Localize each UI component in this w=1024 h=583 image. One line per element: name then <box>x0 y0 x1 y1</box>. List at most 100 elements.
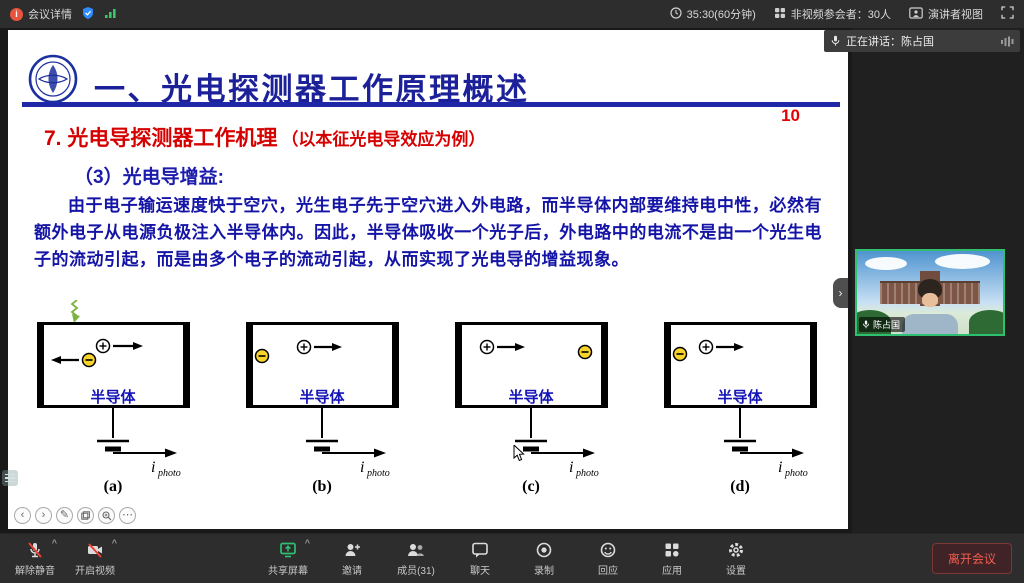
next-slide-button[interactable]: › <box>35 507 52 524</box>
battery-symbol <box>724 408 756 452</box>
next-page-chevron[interactable]: › <box>833 278 848 308</box>
view-mode-switcher[interactable]: 演讲者视图 <box>909 6 983 22</box>
non-video-participants[interactable]: 非视频参会者：30人 <box>774 6 891 22</box>
share-screen-button[interactable]: ^ 共享屏幕 <box>265 537 311 577</box>
view-mode-label: 演讲者视图 <box>928 9 983 21</box>
hole-symbol <box>698 339 744 355</box>
diagram-label: (c) <box>522 478 540 495</box>
members-button[interactable]: 成员(31) <box>393 541 439 577</box>
start-video-button[interactable]: ^ 开启视频 <box>72 537 118 577</box>
meeting-timer: 35:30(60分钟) <box>670 6 756 22</box>
apps-label: 应用 <box>662 565 682 577</box>
members-label: 成员(31) <box>397 565 435 577</box>
prev-slide-button[interactable]: ‹ <box>14 507 31 524</box>
current-arrow <box>740 448 804 458</box>
semiconductor-label: 半导体 <box>90 388 136 406</box>
invite-icon <box>345 543 360 556</box>
university-logo <box>28 54 78 109</box>
network-signal-icon[interactable] <box>104 7 117 22</box>
diagram-row: 半导体 i photo (a) <box>10 300 846 496</box>
cloud-shape <box>935 254 990 269</box>
settings-button[interactable]: 设置 <box>713 541 759 577</box>
semiconductor-box <box>246 322 399 408</box>
settings-label: 设置 <box>726 565 746 577</box>
section-heading-note: （以本征光电导效应为例） <box>281 130 486 149</box>
title-rule <box>22 102 840 107</box>
meeting-details[interactable]: i 会议详情 <box>10 6 72 22</box>
hole-symbol <box>95 338 143 354</box>
right-sidebar: 陈占国 <box>852 28 1024 533</box>
semiconductor-box <box>455 322 608 408</box>
chevron-up-icon[interactable]: ^ <box>51 537 57 548</box>
mic-icon <box>863 320 869 329</box>
record-icon <box>536 542 552 557</box>
section-heading-text: 7. 光电导探测器工作机理 <box>44 127 278 150</box>
diagram-label: (b) <box>312 478 332 495</box>
share-screen-icon <box>280 542 296 557</box>
semiconductor-label: 半导体 <box>717 388 763 406</box>
top-bar: i 会议详情 35:30(60分钟) 非视频参会者：30人 <box>0 0 1024 28</box>
current-arrow <box>531 448 595 458</box>
shared-screen-area: 陈占国 正在讲话：陈占国 一、光电探测器工作原理概述 10 7. 光电导探测器工… <box>0 28 1024 533</box>
semiconductor-label: 半导体 <box>299 388 345 406</box>
speaker-body <box>902 314 958 334</box>
apps-button[interactable]: 应用 <box>649 541 695 577</box>
speaker-name: 陈占国 <box>873 320 901 330</box>
speaker-face <box>922 292 938 307</box>
video-name-tag: 陈占国 <box>859 317 906 332</box>
slide-nav-toolbar: ‹ › ✎ ⋯ <box>14 507 136 524</box>
record-button[interactable]: 录制 <box>521 541 567 577</box>
pages-button[interactable] <box>77 507 94 524</box>
non-video-participants-label: 非视频参会者：30人 <box>790 9 891 21</box>
react-label: 回应 <box>598 565 618 577</box>
annotation-toolbar-toggle[interactable] <box>2 470 18 486</box>
current-label: i <box>151 459 155 476</box>
meeting-details-label: 会议详情 <box>28 9 72 21</box>
zoom-button[interactable] <box>98 507 115 524</box>
timer-text: 35:30(60分钟) <box>686 9 756 21</box>
fullscreen-icon[interactable] <box>1001 6 1014 22</box>
speaker-video-tile[interactable]: 陈占国 <box>855 249 1005 336</box>
chevron-up-icon[interactable]: ^ <box>111 537 117 548</box>
shield-check-icon[interactable] <box>81 6 95 23</box>
diagram-a: 半导体 i photo (a) <box>37 300 190 495</box>
current-arrow <box>113 448 177 458</box>
speaker-view-icon <box>909 6 923 22</box>
cloud-shape <box>865 257 907 270</box>
leave-meeting-button[interactable]: 离开会议 <box>931 543 1012 574</box>
invite-button[interactable]: 邀请 <box>329 541 375 577</box>
unmute-button[interactable]: ^ 解除静音 <box>12 537 58 577</box>
speaking-label: 正在讲话：陈占国 <box>846 36 934 48</box>
diagram-c: 半导体 i photo (c) <box>455 322 608 495</box>
chevron-up-icon[interactable]: ^ <box>304 537 310 548</box>
apps-icon <box>665 543 679 556</box>
photon-arrow <box>70 300 80 323</box>
tree-right <box>969 310 1003 334</box>
current-label: i <box>360 459 364 476</box>
electron-symbol <box>577 344 593 360</box>
chat-button[interactable]: 聊天 <box>457 541 503 577</box>
diagram-d: 半导体 i photo (d) <box>664 322 817 495</box>
gear-icon <box>729 542 743 557</box>
electron-symbol <box>672 346 688 362</box>
body-paragraph: 由于电子输运速度快于空穴，光生电子先于空穴进入外电路，而半导体内部要维持电中性，… <box>34 196 822 270</box>
chat-icon <box>472 542 488 557</box>
record-label: 录制 <box>534 565 554 577</box>
react-button[interactable]: 回应 <box>585 541 631 577</box>
current-subscript: photo <box>575 468 599 479</box>
more-tools-button[interactable]: ⋯ <box>119 507 136 524</box>
invite-label: 邀请 <box>342 565 362 577</box>
info-icon: i <box>10 7 23 21</box>
hole-symbol <box>479 339 525 355</box>
diagram-label: (d) <box>730 478 750 495</box>
clock-icon <box>670 6 682 22</box>
hole-symbol <box>296 339 342 355</box>
current-subscript: photo <box>157 468 181 479</box>
chat-label: 聊天 <box>470 565 490 577</box>
semiconductor-label: 半导体 <box>508 388 554 406</box>
pen-tool-button[interactable]: ✎ <box>56 507 73 524</box>
diagram-label: (a) <box>104 478 123 495</box>
bottom-toolbar: ^ 解除静音 ^ 开启视频 ^ 共享屏幕 邀请 成员(31) <box>0 533 1024 583</box>
mic-icon <box>831 35 840 46</box>
